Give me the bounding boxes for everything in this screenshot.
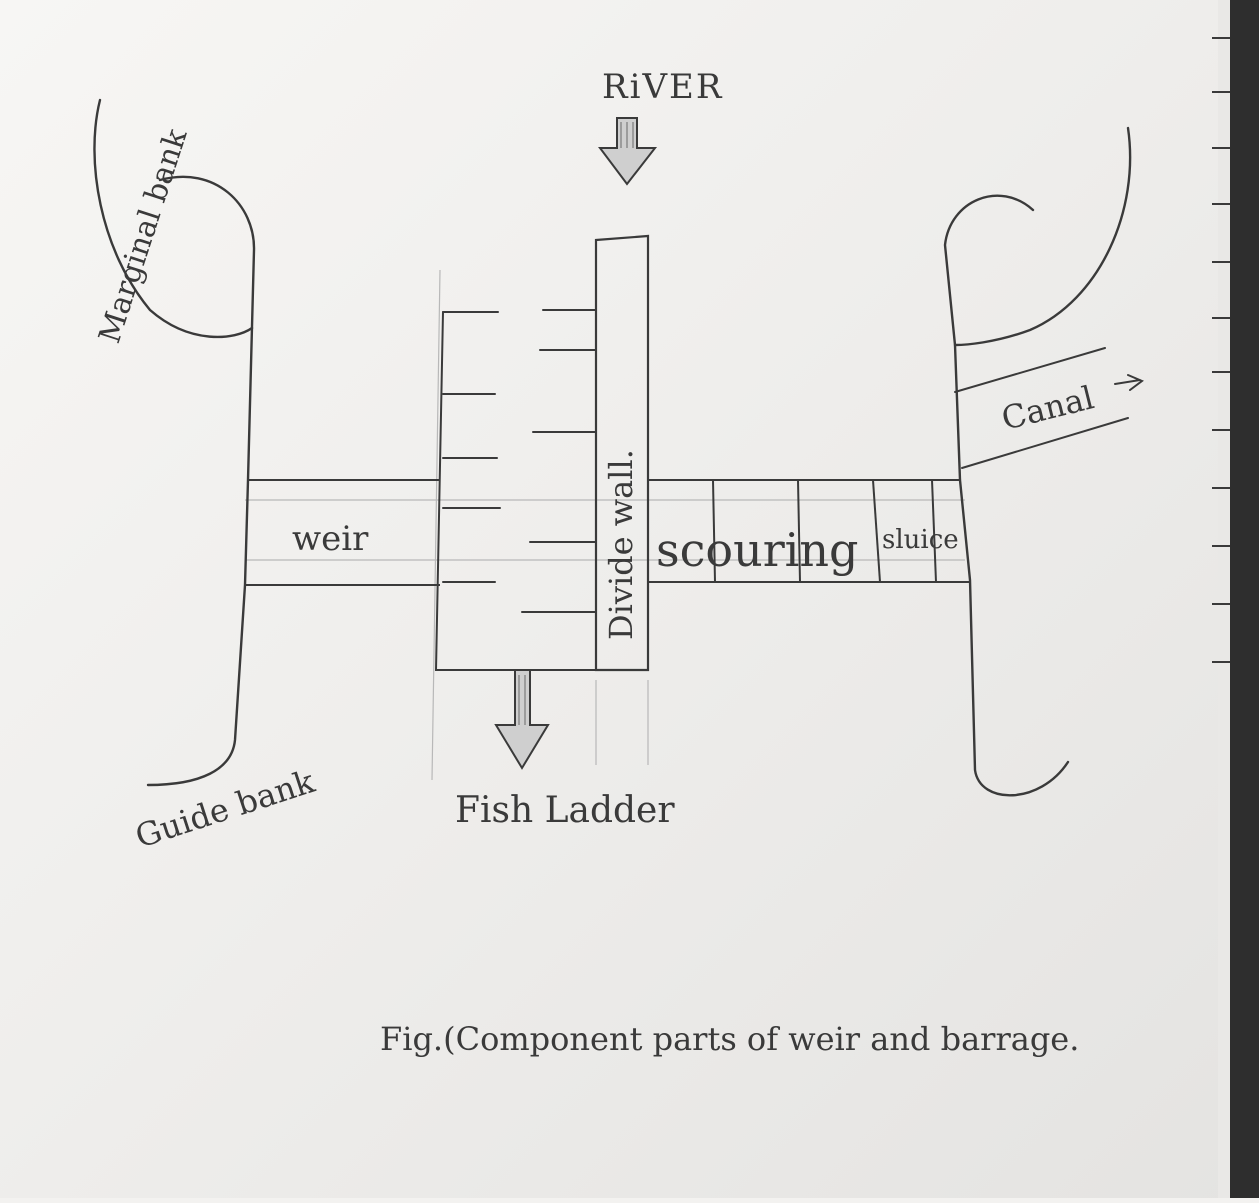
fish-ladder-label: Fish Ladder [455,790,675,831]
weir-label: weir [292,519,369,559]
right-guide-bank [945,128,1130,795]
river-label: RiVER [602,67,723,107]
figure-caption: Fig.(Component parts of weir and barrage… [380,1020,1079,1058]
scouring-label: scouring [656,523,858,577]
river-arrow-icon [600,118,655,184]
marginal-bank-label: Marginal bank [92,124,194,347]
notebook-edge [1212,0,1259,1198]
left-guide-bank [94,100,254,785]
sluice-label: sluice [882,525,959,555]
outlet-arrow-icon [496,670,548,768]
guide-bank-label: Guide bank [131,762,320,856]
canal-label: Canal [998,378,1098,437]
fish-ladder [436,310,596,670]
divide-wall-label: Divide wall. [602,449,640,640]
